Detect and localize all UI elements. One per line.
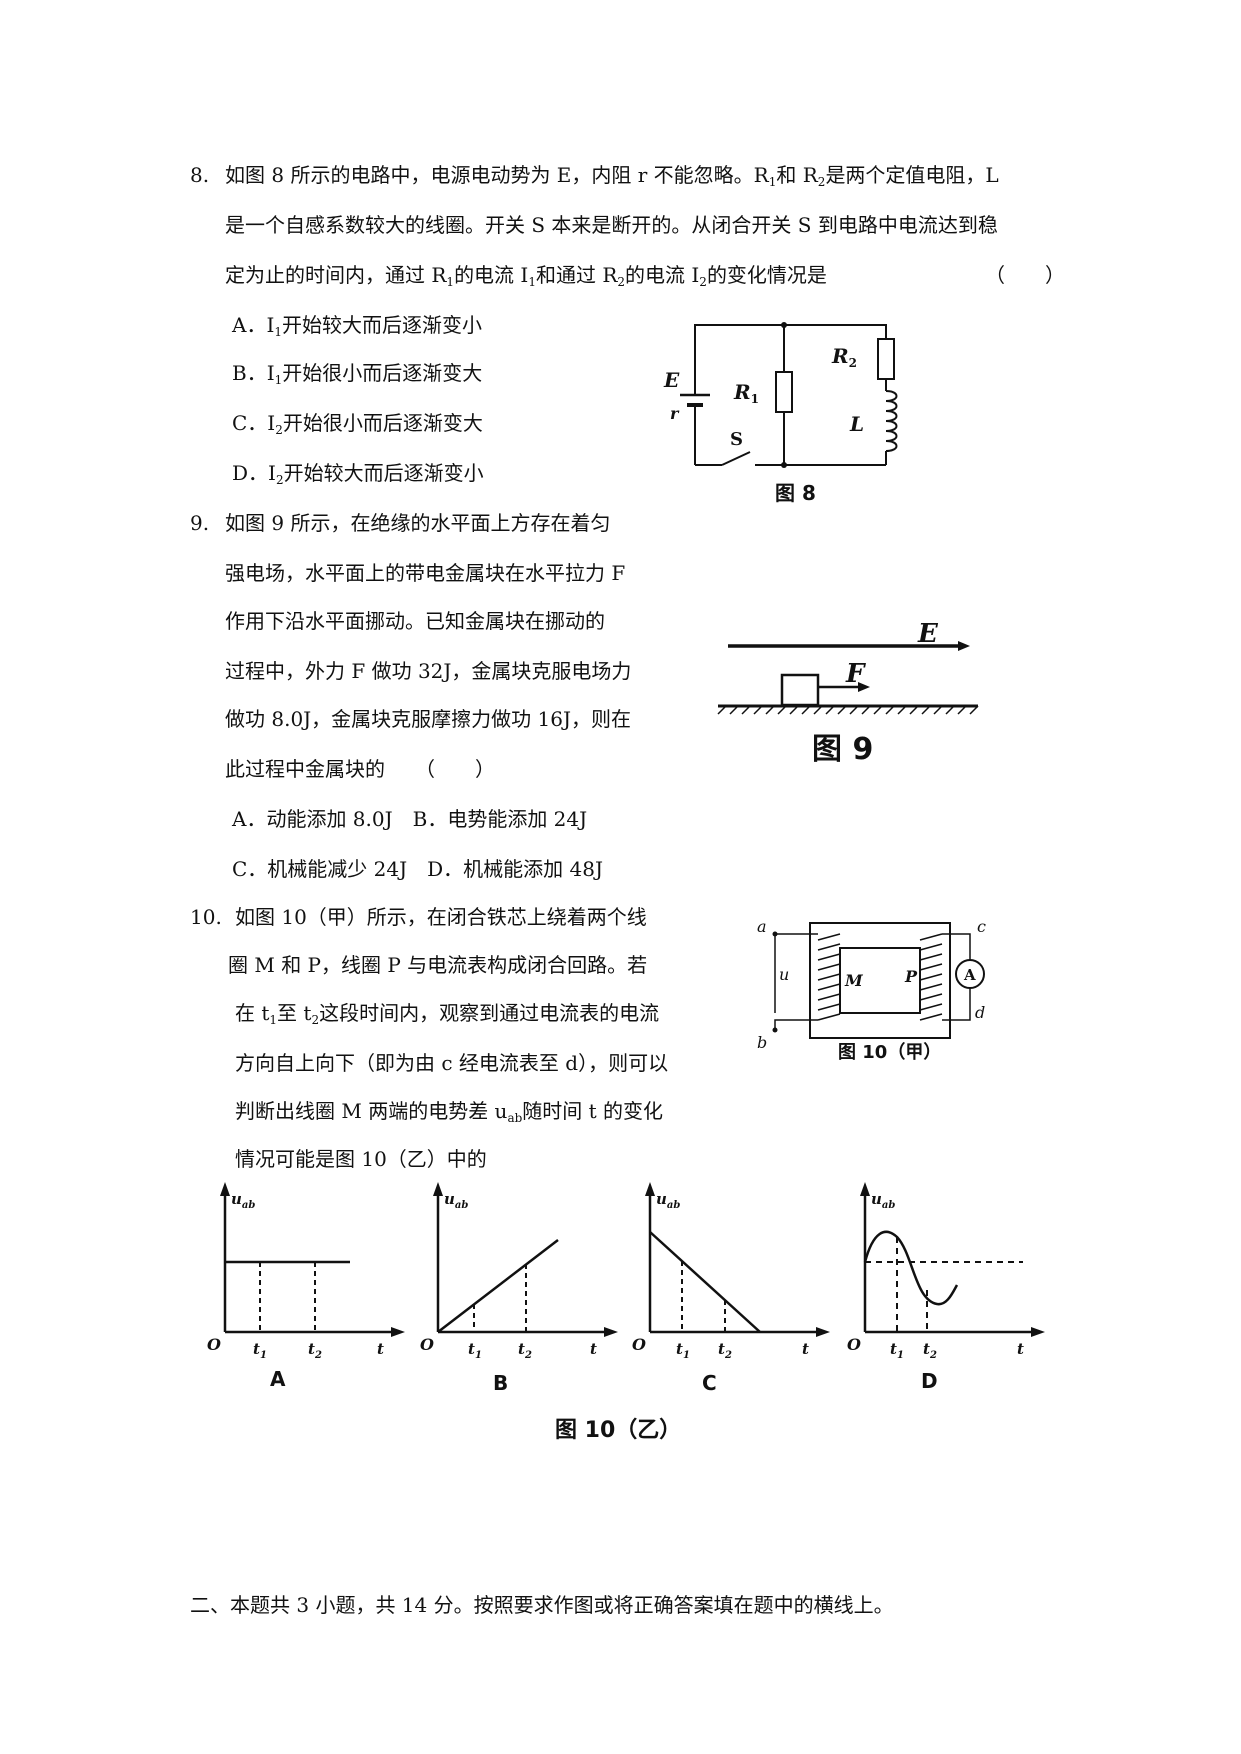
q9-line-1: 如图 9 所示，在绝缘的水平面上方存在着匀 [225,511,611,535]
figure-10-jia-caption: 图 10（甲） [838,1042,942,1063]
fig10-terminal-c: c [977,917,986,936]
q8-line-1: 如图 8 所示的电路中，电源电动势为 E，内阻 r 不能忽略。R1和 R2是两个… [225,163,999,189]
fig8-label-r2: R2 [831,344,857,370]
q8-option-c: C．I2开始很小而后逐渐变大 [232,411,483,437]
svg-text:uab: uab [231,1190,255,1211]
svg-text:O: O [632,1335,646,1354]
svg-text:uab: uab [444,1190,468,1211]
fig10-terminal-a: a [757,917,767,936]
q10-line-2: 圈 M 和 P，线圈 P 与电流表构成闭合回路。若 [228,953,648,977]
graph-b: uab O t1 t2 t [418,1182,618,1362]
fig8-label-l: L [849,412,864,436]
svg-text:t1: t1 [890,1340,904,1361]
q10-line-6: 情况可能是图 10（乙）中的 [235,1147,487,1171]
q8-line-3: 定为止的时间内，通过 R1的电流 I1和通过 R2的电流 I2的变化情况是 [225,263,827,289]
fig10-ammeter-icon: A [963,966,976,984]
q9-number: 9. [190,511,210,535]
q9-options-cd: C．机械能减少 24J D．机械能添加 48J [232,857,603,881]
fig10-terminal-b: b [757,1033,767,1052]
svg-text:t1: t1 [253,1340,267,1361]
q9-line-3: 作用下沿水平面挪动。已知金属块在挪动的 [225,609,605,633]
fig10-coil-p: P [904,967,918,986]
q8-option-a: A．I1开始较大而后逐渐变小 [232,313,482,339]
q8-answer-paren: （ ） [985,263,1065,287]
svg-text:uab: uab [871,1190,895,1211]
figure-9-caption: 图 9 [812,732,874,767]
q8-option-b: B．I1开始很小而后逐渐变大 [232,361,483,387]
q10-number: 10. [190,905,222,929]
graph-b-letter: B [493,1371,509,1395]
q10-line-1: 如图 10（甲）所示，在闭合铁芯上绕着两个线 [235,905,647,929]
fig9-label-e: E [917,619,939,649]
q8-line-2: 是一个自感系数较大的线圈。开关 S 本来是断开的。从闭合开关 S 到电路中电流达… [225,213,998,237]
fig10-label-u: u [779,965,789,984]
svg-text:t2: t2 [923,1340,937,1361]
svg-text:O: O [847,1335,861,1354]
fig8-label-e: E [663,368,680,392]
svg-text:O: O [420,1335,434,1354]
svg-text:t2: t2 [718,1340,732,1361]
fig8-label-r1: R1 [733,380,759,406]
svg-text:t1: t1 [468,1340,482,1361]
figure-9-field: E F [708,618,979,715]
graph-a-letter: A [270,1367,286,1391]
figure-10-yi-caption: 图 10（乙） [555,1418,682,1443]
q10-line-3: 在 t1至 t2这段时间内，观察到通过电流表的电流 [235,1001,660,1027]
figure-8-caption: 图 8 [775,481,816,505]
svg-text:t: t [802,1340,809,1358]
q9-line-2: 强电场，水平面上的带电金属块在水平拉力 F [225,561,626,585]
svg-text:uab: uab [656,1190,680,1211]
q8-option-d: D．I2开始较大而后逐渐变小 [232,461,484,487]
q9-line-4: 过程中，外力 F 做功 32J，金属块克服电场力 [225,659,632,683]
q10-line-5: 判断出线圈 M 两端的电势差 uab随时间 t 的变化 [235,1099,664,1125]
fig8-label-r: r [670,404,680,423]
fig10-coil-m: M [844,971,864,990]
svg-text:t2: t2 [518,1340,532,1361]
figure-8-circuit: E r R1 R2 L S [660,315,920,505]
fig10-terminal-d: d [975,1003,985,1022]
graph-c-letter: C [702,1371,717,1395]
q9-line-6: 此过程中金属块的 （ ） [225,757,495,781]
svg-text:t2: t2 [308,1340,322,1361]
svg-text:t1: t1 [676,1340,690,1361]
svg-text:t: t [1017,1340,1024,1358]
figure-10-jia-transformer: a b c d u M P A [745,917,995,1053]
q9-line-5: 做功 8.0J，金属块克服摩擦力做功 16J，则在 [225,707,632,731]
svg-text:O: O [207,1335,221,1354]
fig9-label-f: F [845,659,866,689]
q10-line-4: 方向自上向下（即为由 c 经电流表至 d），则可以 [235,1051,669,1075]
graph-c: uab O t1 t2 t [630,1182,830,1362]
q8-number: 8. [190,163,210,187]
graph-d: uab O t1 t2 t [845,1182,1045,1362]
svg-text:t: t [377,1340,384,1358]
graph-d-letter: D [921,1369,938,1393]
q9-options-ab: A．动能添加 8.0J B．电势能添加 24J [232,807,588,831]
section-2-heading: 二、本题共 3 小题，共 14 分。按照要求作图或将正确答案填在题中的横线上。 [190,1593,894,1617]
graph-a: uab O t1 t2 t [205,1182,405,1362]
svg-text:t: t [590,1340,597,1358]
fig8-label-s: S [730,429,743,450]
